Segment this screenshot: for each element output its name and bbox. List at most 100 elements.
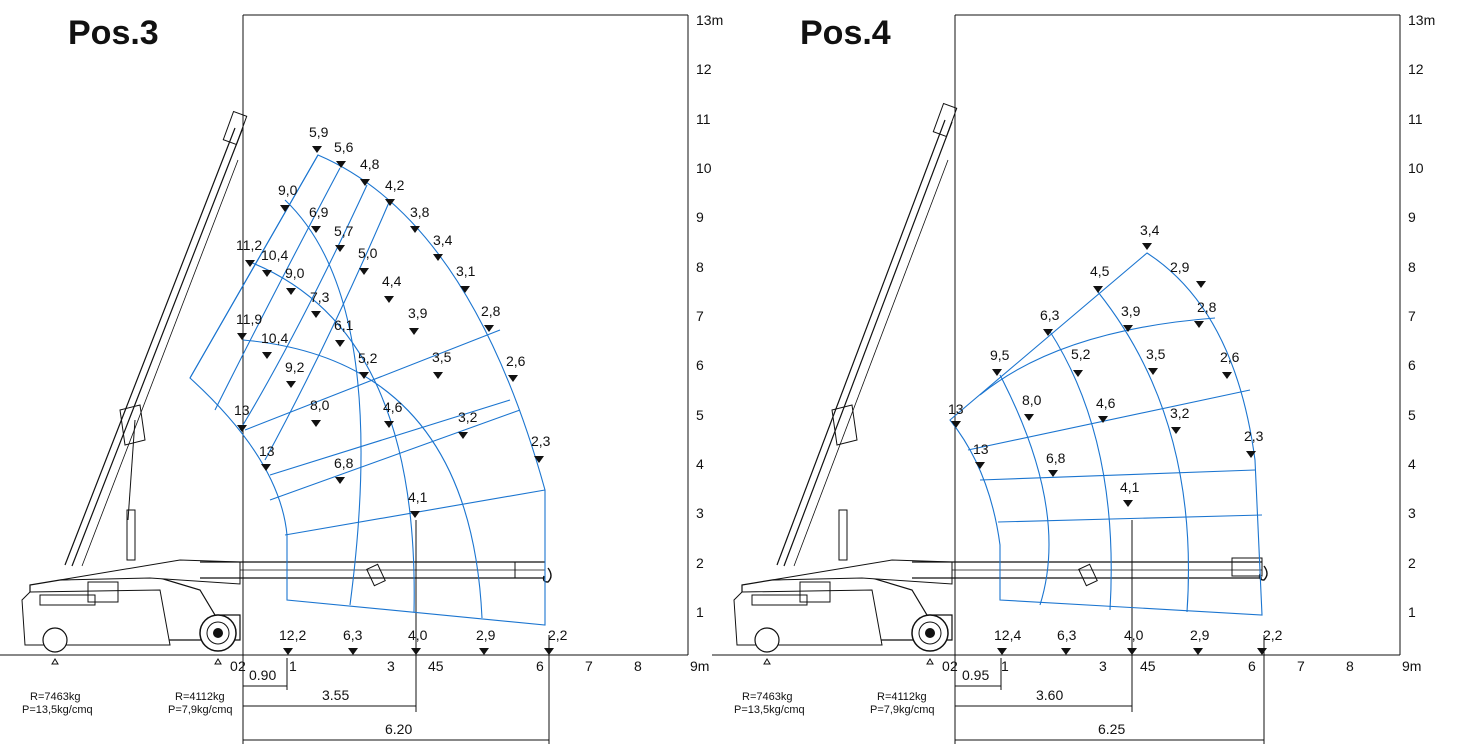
y-tick: 3 [696, 505, 704, 521]
panel-title: Pos.4 [800, 14, 891, 52]
panel-pos4: Pos.4 13m 12 11 10 9 8 7 6 5 4 3 2 1 0 2… [712, 12, 1435, 744]
load-label: 11,9 [236, 311, 262, 327]
load-label: 6,9 [309, 204, 329, 220]
x-tick: 7 [1297, 658, 1305, 674]
load-label: 4,2 [385, 177, 405, 193]
load-label: 3,4 [433, 232, 453, 248]
load-label: 13 [259, 443, 275, 459]
crane-vehicle-drawing [21, 110, 552, 665]
load-marker [312, 146, 322, 153]
load-label: 3,2 [1170, 405, 1190, 421]
load-marker [237, 425, 247, 432]
ground-loads: 12,2 6,3 4,0 2,9 2,2 [279, 627, 568, 655]
dimension-label: 3.60 [1036, 687, 1063, 703]
reactions: R=7463kg P=13,5kg/cmq R=4112kg P=7,9kg/c… [22, 691, 233, 716]
load-label: 6,1 [334, 317, 354, 333]
load-marker [237, 333, 247, 340]
load-label: 5,6 [334, 139, 354, 155]
y-tick: 8 [696, 259, 704, 275]
load-marker [384, 421, 394, 428]
load-marker [360, 179, 370, 186]
x-tick: 9m [1402, 658, 1421, 674]
load-marker [384, 296, 394, 303]
y-tick: 3 [1408, 505, 1416, 521]
reactions: R=7463kg P=13,5kg/cmq R=4112kg P=7,9kg/c… [734, 691, 935, 716]
load-label: 2,3 [531, 433, 551, 449]
load-marker [286, 381, 296, 388]
y-tick: 1 [1408, 604, 1416, 620]
dimensions: 0.95 3.60 6.25 [955, 520, 1265, 744]
y-tick: 13m [1408, 12, 1435, 28]
load-marker [460, 286, 470, 293]
y-tick: 4 [1408, 456, 1416, 472]
load-marker [385, 199, 395, 206]
load-marker [484, 325, 494, 332]
load-label: 3,2 [458, 409, 478, 425]
load-label: 13 [234, 402, 250, 418]
y-tick: 5 [1408, 407, 1416, 423]
load-marker [262, 352, 272, 359]
load-label: 3,1 [456, 263, 476, 279]
load-label: 9,5 [990, 347, 1010, 363]
load-labels: 3,4 2,9 2,8 2,6 2,3 4,5 3,9 3,5 3,2 6,3 … [948, 222, 1264, 495]
reaction-rear-r: R=4112kg [877, 691, 927, 703]
load-marker [410, 511, 420, 518]
load-marker [335, 477, 345, 484]
reaction-front-r: R=7463kg [742, 691, 792, 703]
load-label: 5,2 [1071, 346, 1091, 362]
y-tick: 4 [696, 456, 704, 472]
x-tick: 8 [1346, 658, 1354, 674]
ground-load-label: 4,0 [408, 627, 428, 643]
dimension-label: 0.95 [962, 667, 989, 683]
load-marker [311, 311, 321, 318]
y-axis-ticks: 13m 12 11 10 9 8 7 6 5 4 3 2 1 [696, 12, 723, 620]
load-label: 4,6 [383, 399, 403, 415]
load-label: 3,9 [408, 305, 428, 321]
ground-load-label: 12,2 [279, 627, 306, 643]
load-label: 4,1 [408, 489, 428, 505]
y-tick: 8 [1408, 259, 1416, 275]
reaction-front-p: P=13,5kg/cmq [734, 704, 805, 716]
ground-load-label: 6,3 [1057, 627, 1077, 643]
load-label: 6,8 [334, 455, 354, 471]
load-marker [359, 372, 369, 379]
load-label: 13 [973, 441, 989, 457]
load-marker [433, 372, 443, 379]
load-label: 10,4 [261, 247, 288, 263]
load-label: 7,3 [310, 289, 330, 305]
load-label: 6,3 [1040, 307, 1060, 323]
y-tick: 7 [696, 308, 704, 324]
x-tick: 2 [950, 658, 958, 674]
load-marker [534, 456, 544, 463]
y-tick: 9 [1408, 209, 1416, 225]
load-marker [359, 268, 369, 275]
ground-load-label: 6,3 [343, 627, 363, 643]
dimension-label: 0.90 [249, 667, 276, 683]
load-label: 5,2 [358, 350, 378, 366]
reaction-front-r: R=7463kg [30, 691, 80, 703]
panel-pos3: Pos.3 13m 12 11 10 9 8 7 6 5 4 3 2 1 0 2… [0, 12, 723, 744]
load-marker [335, 340, 345, 347]
load-label: 4,6 [1096, 395, 1116, 411]
reaction-rear-r: R=4112kg [175, 691, 225, 703]
ground-load-label: 12,4 [994, 627, 1021, 643]
load-label: 10,4 [261, 330, 288, 346]
ground-load-label: 4,0 [1124, 627, 1144, 643]
load-label: 2,8 [481, 303, 501, 319]
ground-loads: 12,4 6,3 4,0 2,9 2,2 [994, 627, 1283, 655]
load-marker [311, 420, 321, 427]
load-marker [433, 254, 443, 261]
y-tick: 2 [696, 555, 704, 571]
x-tick: 45 [428, 658, 444, 674]
ground-load-label: 2,2 [1263, 627, 1283, 643]
load-marker [409, 328, 419, 335]
load-label: 3,9 [1121, 303, 1141, 319]
load-label: 11,2 [236, 237, 262, 253]
load-label: 2,3 [1244, 428, 1264, 444]
load-label: 2,6 [1220, 349, 1240, 365]
load-label: 6,8 [1046, 450, 1066, 466]
load-marker [410, 226, 420, 233]
load-marker [508, 375, 518, 382]
load-label: 9,0 [285, 265, 305, 281]
load-marker [311, 226, 321, 233]
